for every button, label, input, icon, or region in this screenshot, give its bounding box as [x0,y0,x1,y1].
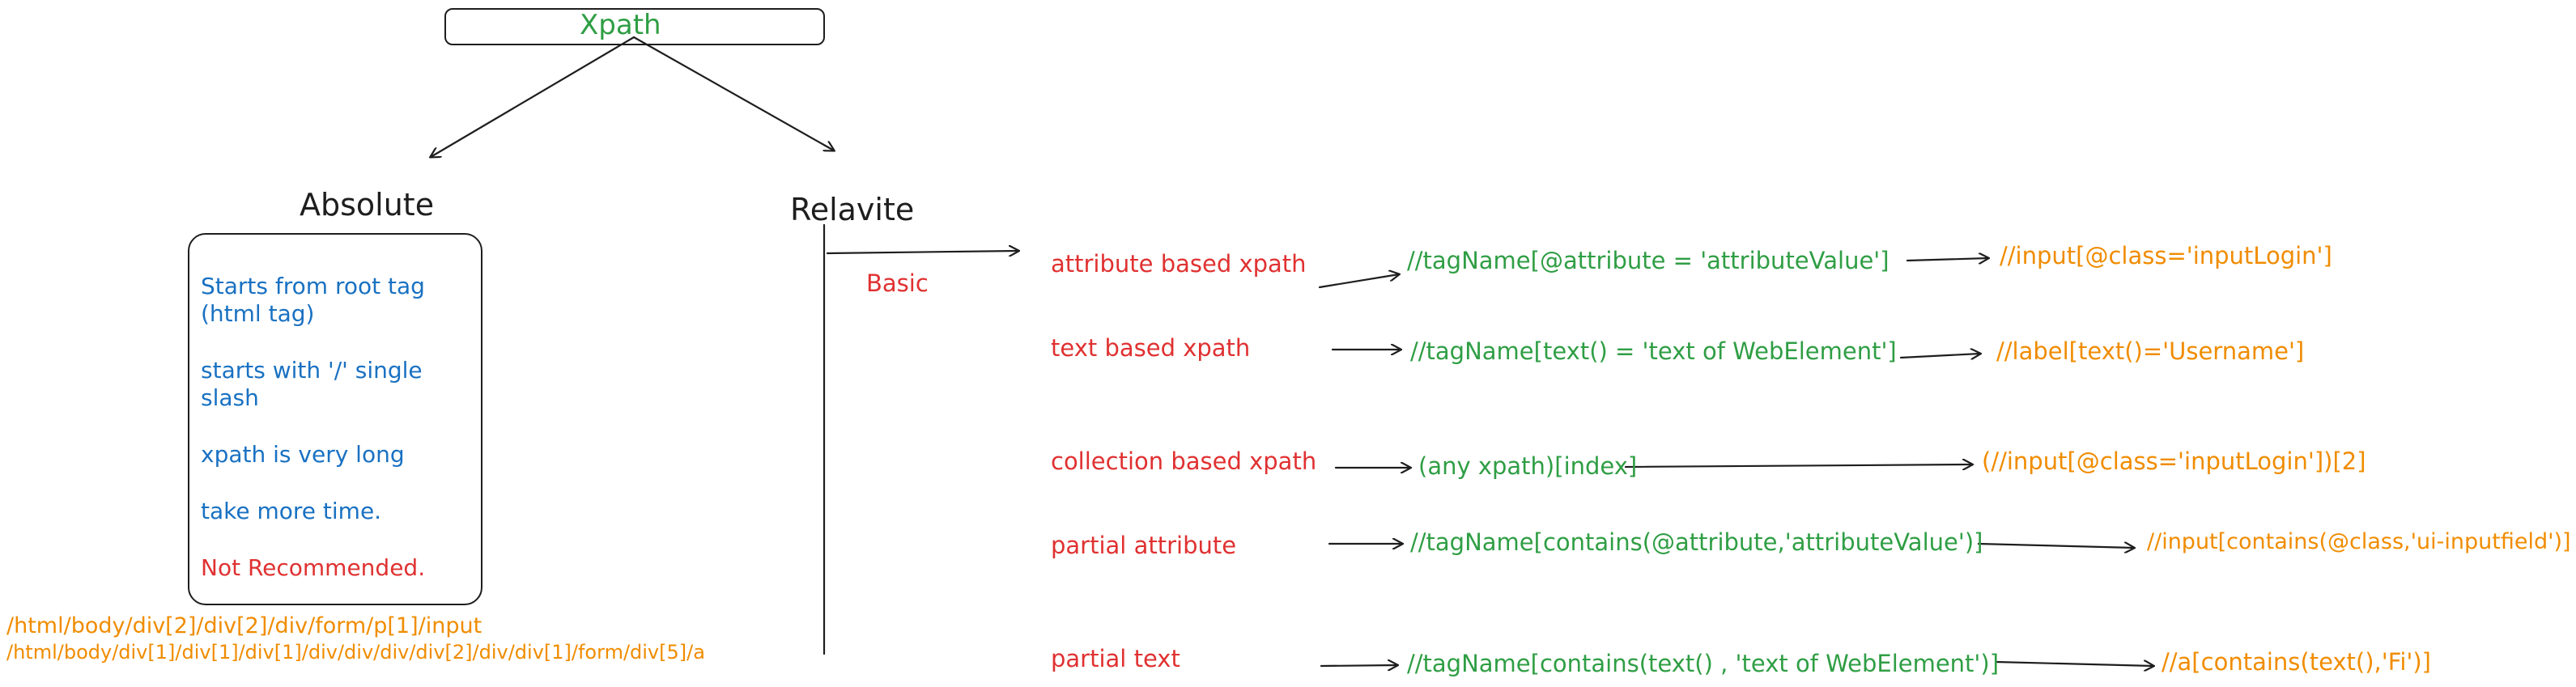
absolute-note-single-slash: starts with '/' single [201,357,423,384]
row-partial-text-syntax: //tagName[contains(text() , 'text of Web… [1407,650,2000,677]
row-attribute-name: attribute based xpath [1051,250,1307,278]
row-text-syntax: //tagName[text() = 'text of WebElement'] [1410,337,1897,365]
absolute-note-long: xpath is very long [201,441,405,468]
arrow-to-absolute [431,36,635,157]
absolute-heading: Absolute [300,187,435,223]
row-partial-text-name: partial text [1051,645,1180,672]
basic-label: Basic [866,269,929,297]
absolute-note-time: take more time. [201,498,382,524]
row-attribute-example: //input[@class='inputLogin'] [2000,242,2332,269]
row-partial-text-example: //a[contains(text(),'Fi')] [2162,648,2431,676]
arrow-row2-example [1899,354,1980,358]
xpath-title-box [444,8,825,45]
row-text-example: //label[text()='Username'] [1996,337,2305,365]
absolute-note-slash: slash [201,384,259,411]
absolute-note-root-tag: Starts from root tag [201,273,425,299]
arrow-row3-example [1624,464,1972,467]
row-collection-syntax: (any xpath)[index] [1418,452,1638,480]
absolute-note-html-tag: (html tag) [201,300,315,327]
absolute-example-2: /html/body/div[1]/div[1]/div[1]/div/div/… [6,641,705,664]
arrow-row1-syntax [1318,274,1399,289]
absolute-note-not-recommended: Not Recommended. [201,554,426,581]
row-collection-example: (//input[@class='inputLogin'])[2] [1982,447,2366,475]
arrow-row4-example [1977,544,2134,548]
relative-heading: Relavite [790,192,915,227]
arrow-row5-example [1995,662,2153,666]
absolute-notes-box [188,233,482,605]
row-partial-attribute-name: partial attribute [1051,532,1237,559]
absolute-example-1: /html/body/div[2]/div[2]/div/form/p[1]/i… [6,613,482,638]
xpath-title: Xpath [580,9,661,41]
row-attribute-syntax: //tagName[@attribute = 'attributeValue'] [1407,247,1889,274]
row-partial-attribute-example: //input[contains(@class,'ui-inputfield')… [2147,529,2571,554]
row-partial-attribute-syntax: //tagName[contains(@attribute,'attribute… [1410,528,1983,556]
row-text-name: text based xpath [1051,334,1251,362]
row-collection-name: collection based xpath [1051,447,1317,475]
arrow-row1-example [1906,258,1988,261]
arrow-to-relative [632,36,834,151]
arrow-row5-syntax [1320,665,1397,666]
arrow-basic [826,251,1018,253]
